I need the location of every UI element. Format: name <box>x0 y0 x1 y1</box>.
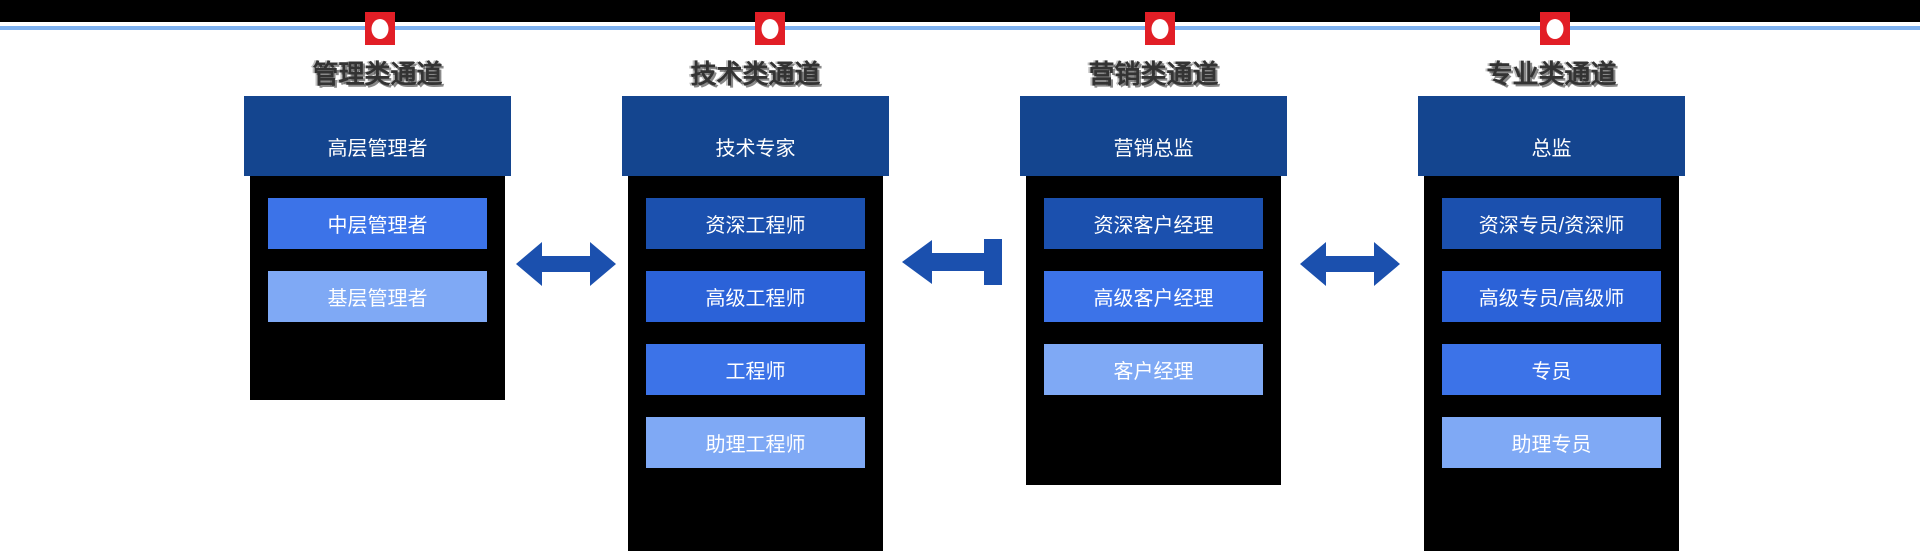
arrow-management-technical[interactable] <box>516 240 616 288</box>
career-level-box[interactable]: 专员 <box>1442 344 1661 395</box>
career-level-box[interactable]: 工程师 <box>646 344 865 395</box>
column-title: 管理类通道 <box>312 59 443 89</box>
career-level-box[interactable]: 资深专员/资深师 <box>1442 198 1661 249</box>
career-level-label: 助理专员 <box>1511 434 1592 456</box>
career-level-label: 客户经理 <box>1113 361 1194 383</box>
career-column-2: 技术类通道技术专家资深工程师高级工程师工程师助理工程师 <box>622 0 889 551</box>
timeline-marker-3[interactable] <box>1145 12 1175 45</box>
career-column-3: 营销类通道营销总监资深客户经理高级客户经理客户经理 <box>1020 0 1287 551</box>
career-level-box[interactable]: 资深客户经理 <box>1044 198 1263 249</box>
career-level-label: 高级专员/高级师 <box>1478 288 1625 310</box>
timeline-marker-dot-icon <box>761 18 779 39</box>
arrow-marketing-professional[interactable] <box>1300 240 1400 288</box>
career-level-label: 专员 <box>1531 361 1572 383</box>
career-level-label: 营销总监 <box>1113 138 1194 160</box>
column-frame <box>1424 118 1679 551</box>
career-column-1: 管理类通道高层管理者中层管理者基层管理者 <box>244 0 511 551</box>
timeline-marker-dot-icon <box>1546 18 1564 39</box>
career-level-box[interactable]: 资深工程师 <box>646 198 865 249</box>
timeline-marker-dot-icon <box>371 18 389 39</box>
career-level-label: 高级工程师 <box>705 288 806 310</box>
career-level-label: 基层管理者 <box>327 288 428 310</box>
career-level-box[interactable]: 客户经理 <box>1044 344 1263 395</box>
timeline-rule <box>0 26 1920 30</box>
top-black-bar <box>0 0 1920 22</box>
career-level-label: 资深工程师 <box>705 215 806 237</box>
career-level-box[interactable]: 高级工程师 <box>646 271 865 322</box>
career-level-box[interactable]: 中层管理者 <box>268 198 487 249</box>
career-level-box[interactable]: 助理专员 <box>1442 417 1661 468</box>
career-column-4: 专业类通道总监资深专员/资深师高级专员/高级师专员助理专员 <box>1418 0 1685 551</box>
career-level-box[interactable]: 技术专家 <box>622 96 889 176</box>
column-frame <box>628 118 883 551</box>
career-level-label: 助理工程师 <box>705 434 806 456</box>
timeline-marker-4[interactable] <box>1540 12 1570 45</box>
career-level-label: 中层管理者 <box>327 215 428 237</box>
arrow-marketing-technical[interactable] <box>902 238 1002 286</box>
career-level-box[interactable]: 高级专员/高级师 <box>1442 271 1661 322</box>
timeline-marker-dot-icon <box>1151 18 1169 39</box>
career-level-box[interactable]: 高层管理者 <box>244 96 511 176</box>
column-title: 专业类通道 <box>1486 59 1617 89</box>
career-level-box[interactable]: 基层管理者 <box>268 271 487 322</box>
career-level-box[interactable]: 高级客户经理 <box>1044 271 1263 322</box>
career-level-label: 资深专员/资深师 <box>1478 215 1625 237</box>
career-level-box[interactable]: 助理工程师 <box>646 417 865 468</box>
column-title: 技术类通道 <box>690 59 821 89</box>
career-level-label: 技术专家 <box>715 138 796 160</box>
career-level-label: 高层管理者 <box>327 138 428 160</box>
career-level-label: 工程师 <box>725 361 786 383</box>
career-level-label: 总监 <box>1531 138 1572 160</box>
timeline-marker-1[interactable] <box>365 12 395 45</box>
column-title: 营销类通道 <box>1088 59 1219 89</box>
career-level-box[interactable]: 总监 <box>1418 96 1685 176</box>
career-level-label: 高级客户经理 <box>1093 288 1214 310</box>
career-level-box[interactable]: 营销总监 <box>1020 96 1287 176</box>
career-level-label: 资深客户经理 <box>1093 215 1214 237</box>
timeline-marker-2[interactable] <box>755 12 785 45</box>
